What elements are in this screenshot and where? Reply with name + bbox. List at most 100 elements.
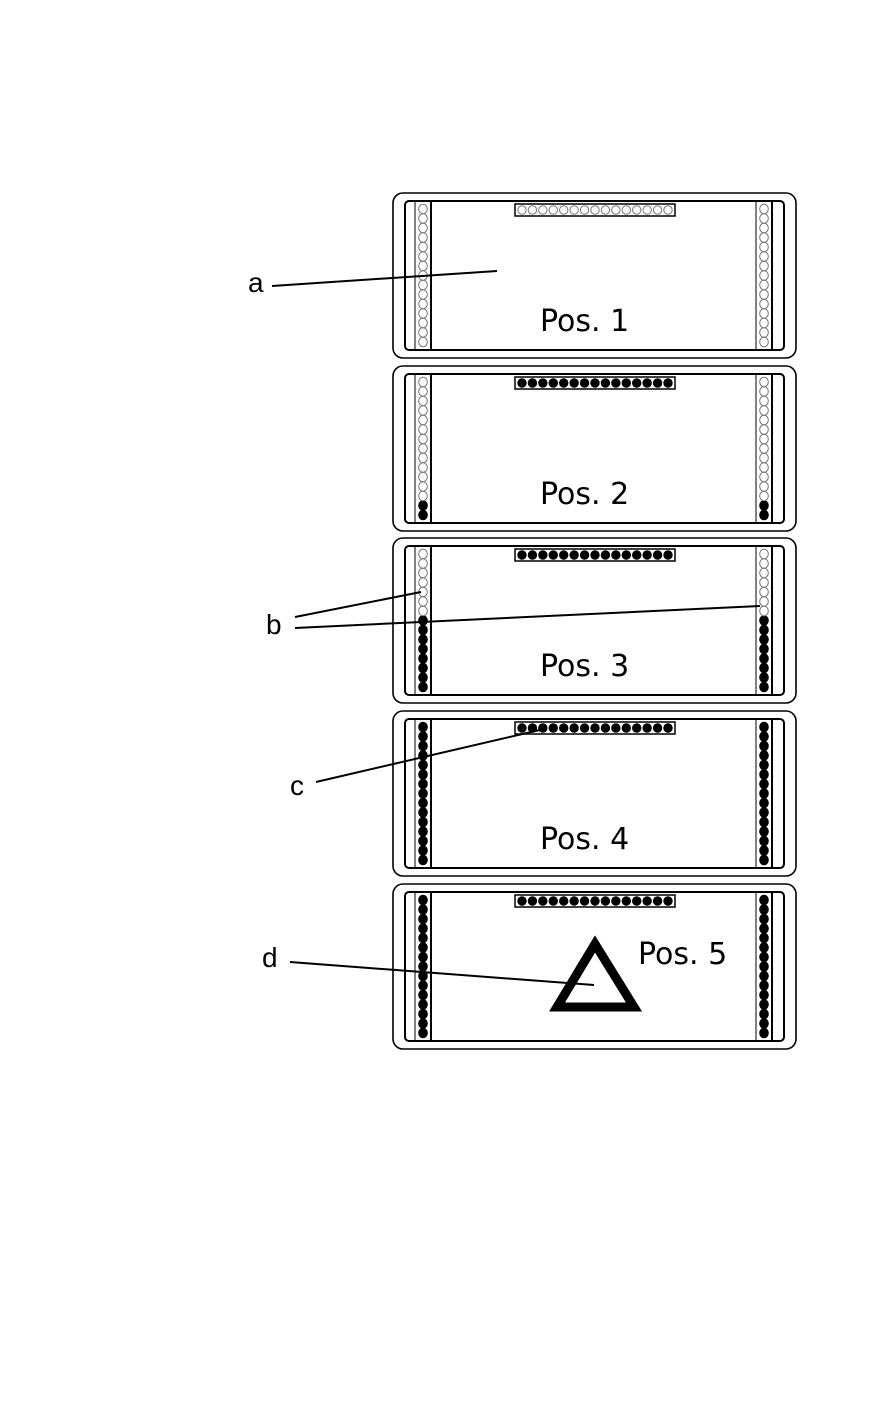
left-led [418, 634, 428, 645]
left-led [418, 433, 428, 445]
left-led [418, 481, 428, 492]
right-led [759, 586, 769, 598]
right-led [759, 672, 769, 683]
top-led [517, 550, 527, 560]
right-led [759, 731, 769, 742]
left-led [418, 395, 428, 407]
left-led [418, 721, 428, 733]
left-led [418, 807, 428, 818]
right-led [759, 414, 769, 426]
right-led [759, 260, 769, 272]
left-led [418, 327, 428, 338]
panel-pos-5: Pos. 5 [392, 883, 797, 1050]
top-led [600, 378, 611, 388]
right-led [759, 232, 769, 243]
top-led [548, 896, 558, 906]
position-label: Pos. 5 [638, 937, 727, 972]
right-led [759, 653, 769, 664]
left-led [418, 203, 428, 215]
right-led [759, 462, 769, 473]
right-led [759, 270, 769, 281]
panel-screen [404, 718, 785, 869]
right-led [759, 634, 769, 645]
left-led [418, 596, 428, 607]
left-led [418, 405, 428, 416]
top-led [569, 378, 579, 388]
right-led [759, 577, 769, 588]
left-led [418, 1027, 428, 1039]
left-led [418, 1018, 428, 1029]
left-led [418, 298, 428, 310]
top-led [621, 550, 631, 560]
right-led [759, 203, 769, 215]
top-led [517, 896, 527, 906]
right-led [759, 662, 769, 674]
right-led [759, 605, 769, 617]
left-led [418, 951, 428, 963]
right-led [759, 989, 769, 1001]
top-led [579, 205, 590, 215]
left-led [418, 731, 428, 742]
right-led [759, 788, 769, 799]
left-led [418, 548, 428, 560]
panel-screen [404, 373, 785, 524]
right-led [759, 490, 769, 502]
left-led [418, 279, 428, 291]
top-led [642, 205, 652, 215]
top-led [559, 896, 569, 906]
top-led [642, 896, 652, 906]
left-led [418, 759, 428, 771]
left-led [418, 923, 428, 934]
top-led [590, 550, 600, 560]
left-led [418, 260, 428, 272]
right-led [759, 826, 769, 837]
right-led [759, 424, 769, 435]
left-led [418, 414, 428, 426]
left-led [418, 788, 428, 799]
right-led [759, 433, 769, 445]
top-led [590, 205, 600, 215]
left-led [418, 509, 428, 521]
left-led [418, 932, 428, 944]
top-led [569, 550, 579, 560]
warning-triangle-icon [549, 935, 643, 1012]
right-led [759, 567, 769, 579]
right-led [759, 624, 769, 636]
top-led [579, 378, 590, 388]
left-led [418, 797, 428, 809]
right-led [759, 509, 769, 521]
right-led [759, 1008, 769, 1020]
callout-d-line [289, 961, 595, 986]
right-led [759, 970, 769, 982]
left-led [418, 769, 428, 780]
top-led [600, 896, 611, 906]
position-label: Pos. 3 [540, 649, 629, 684]
right-led [759, 251, 769, 262]
callout-a-label: a [248, 267, 264, 298]
top-led [579, 550, 590, 560]
top-led [621, 896, 631, 906]
top-led [632, 205, 642, 215]
top-led [663, 896, 673, 906]
top-led [621, 723, 631, 733]
top-led [590, 896, 600, 906]
top-led [569, 723, 579, 733]
position-label: Pos. 1 [540, 304, 629, 339]
right-led [759, 769, 769, 780]
right-led [759, 241, 769, 253]
top-led [559, 205, 569, 215]
top-led [527, 205, 538, 215]
right-led [759, 443, 769, 454]
left-led [418, 317, 428, 329]
panel-pos-4: Pos. 4 [392, 710, 797, 877]
right-led [759, 999, 769, 1010]
right-led [759, 317, 769, 329]
top-led [652, 723, 663, 733]
left-led [418, 980, 428, 991]
left-led [418, 624, 428, 636]
top-led [611, 550, 621, 560]
right-led [759, 289, 769, 300]
left-led [418, 816, 428, 828]
top-led [548, 378, 558, 388]
